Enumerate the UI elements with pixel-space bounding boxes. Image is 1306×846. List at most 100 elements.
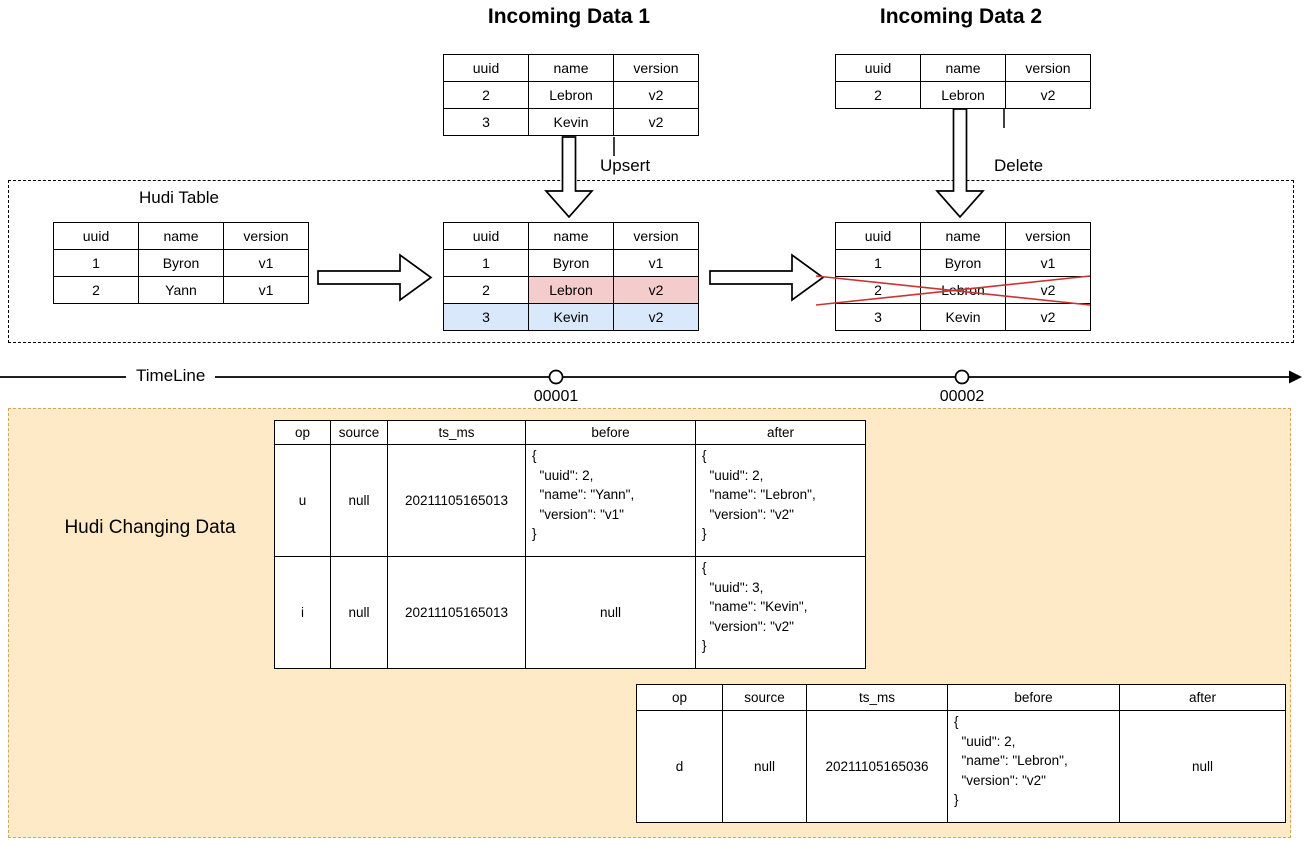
incoming-data-1-title: Incoming Data 1: [487, 5, 651, 28]
table-cell: Kevin: [920, 303, 1006, 331]
table-header-row: uuid name version: [835, 54, 1091, 82]
cdc-cell-source: null: [722, 710, 807, 823]
column-header-op: op: [636, 684, 723, 711]
column-header-name: name: [920, 222, 1006, 250]
table-cell: v2: [613, 81, 699, 109]
table-cell: Lebron: [528, 81, 614, 109]
table-cell: 3: [835, 303, 921, 331]
table-row-updated: 2 Lebron v2: [443, 276, 699, 304]
table-row: 1 Byron v1: [835, 249, 1091, 277]
table-cell-inserted: Kevin: [528, 303, 614, 331]
table-cell: v1: [1005, 249, 1091, 277]
table-cell: v1: [613, 249, 699, 277]
table-cell-deleted: v2: [1005, 276, 1091, 304]
table-row-inserted: 3 Kevin v2: [443, 303, 699, 331]
table-cell: 2: [835, 81, 921, 109]
column-header-uuid: uuid: [835, 222, 921, 250]
table-cell: 3: [443, 108, 529, 136]
column-header-name: name: [138, 222, 224, 250]
table-cell: 2: [443, 81, 529, 109]
table-cell-inserted: v2: [613, 303, 699, 331]
column-header-uuid: uuid: [53, 222, 139, 250]
table-cell-updated: Lebron: [528, 276, 614, 304]
cdc-cell-before: null: [525, 556, 696, 669]
column-header-name: name: [528, 222, 614, 250]
table-cell: 1: [53, 249, 139, 277]
commit-label-00001: 00001: [533, 388, 579, 405]
table-row: 2 Lebron v2: [835, 81, 1091, 109]
column-header-after: after: [695, 420, 866, 445]
cdc-cell-source: null: [330, 556, 388, 669]
column-header-source: source: [722, 684, 807, 711]
table-cell: Byron: [138, 249, 224, 277]
table-row: 2 Lebron v2: [443, 81, 699, 109]
table-header-row: op source ts_ms before after: [636, 684, 1286, 711]
table-cell: Kevin: [528, 108, 614, 136]
column-header-op: op: [274, 420, 331, 445]
column-header-source: source: [330, 420, 388, 445]
cdc-cell-before: { "uuid": 2, "name": "Lebron", "version"…: [947, 710, 1120, 823]
table-cell: v2: [613, 108, 699, 136]
cdc-row-insert: i null 20211105165013 null { "uuid": 3, …: [274, 556, 866, 669]
column-header-name: name: [920, 54, 1006, 82]
column-header-uuid: uuid: [443, 54, 529, 82]
cdc-cell-after: { "uuid": 2, "name": "Lebron", "version"…: [695, 444, 866, 557]
hudi-table-after-upsert: uuid name version 1 Byron v1 2 Lebron v2…: [443, 222, 699, 331]
table-header-row: op source ts_ms before after: [274, 420, 866, 445]
cdc-cell-after: { "uuid": 3, "name": "Kevin", "version":…: [695, 556, 866, 669]
table-row: 1 Byron v1: [53, 249, 309, 277]
table-row: 1 Byron v1: [443, 249, 699, 277]
table-cell-deleted: Lebron: [920, 276, 1006, 304]
table-cell: v1: [223, 249, 309, 277]
table-cell: 1: [835, 249, 921, 277]
table-cell-inserted: 3: [443, 303, 529, 331]
cdc-cell-op: u: [274, 444, 331, 557]
table-cell: v1: [223, 276, 309, 304]
table-cell: 2: [443, 276, 529, 304]
table-header-row: uuid name version: [835, 222, 1091, 250]
column-header-uuid: uuid: [443, 222, 529, 250]
hudi-changing-data-title: Hudi Changing Data: [64, 517, 236, 538]
commit-marker-00001: [548, 369, 564, 385]
cdc-cell-after: null: [1119, 710, 1286, 823]
column-header-ts-ms: ts_ms: [806, 684, 948, 711]
table-cell-deleted: 2: [835, 276, 921, 304]
table-cell: 1: [443, 249, 529, 277]
hudi-table-after-delete: uuid name version 1 Byron v1 2 Lebron v2…: [835, 222, 1091, 331]
table-row-deleted: 2 Lebron v2: [835, 276, 1091, 304]
cdc-cell-ts-ms: 20211105165013: [387, 556, 526, 669]
timeline-label: TimeLine: [126, 366, 216, 386]
cdc-cell-op: d: [636, 710, 723, 823]
table-cell: v2: [1005, 303, 1091, 331]
column-header-before: before: [525, 420, 696, 445]
table-cell: Lebron: [920, 81, 1006, 109]
column-header-after: after: [1119, 684, 1286, 711]
hudi-table-initial: uuid name version 1 Byron v1 2 Yann v1: [53, 222, 309, 304]
cdc-row-delete: d null 20211105165036 { "uuid": 2, "name…: [636, 710, 1286, 823]
cdc-cell-before: { "uuid": 2, "name": "Yann", "version": …: [525, 444, 696, 557]
column-header-before: before: [947, 684, 1120, 711]
incoming-data-1-table: uuid name version 2 Lebron v2 3 Kevin v2: [443, 54, 699, 136]
delete-label: Delete: [991, 156, 1047, 176]
table-row: 3 Kevin v2: [443, 108, 699, 136]
commit-marker-00002: [954, 369, 970, 385]
table-row: 3 Kevin v2: [835, 303, 1091, 331]
table-cell: Byron: [528, 249, 614, 277]
column-header-version: version: [1005, 54, 1091, 82]
table-header-row: uuid name version: [443, 54, 699, 82]
table-header-row: uuid name version: [53, 222, 309, 250]
hudi-table-title: Hudi Table: [138, 188, 220, 207]
incoming-data-2-title: Incoming Data 2: [879, 5, 1043, 28]
table-cell: Byron: [920, 249, 1006, 277]
commit-label-00002: 00002: [939, 388, 985, 405]
cdc-cell-ts-ms: 20211105165036: [806, 710, 948, 823]
cdc-cell-ts-ms: 20211105165013: [387, 444, 526, 557]
table-cell: v2: [1005, 81, 1091, 109]
table-cell: 2: [53, 276, 139, 304]
cdc-cell-op: i: [274, 556, 331, 669]
table-cell-updated: v2: [613, 276, 699, 304]
column-header-version: version: [223, 222, 309, 250]
table-header-row: uuid name version: [443, 222, 699, 250]
incoming-data-2-table: uuid name version 2 Lebron v2: [835, 54, 1091, 109]
